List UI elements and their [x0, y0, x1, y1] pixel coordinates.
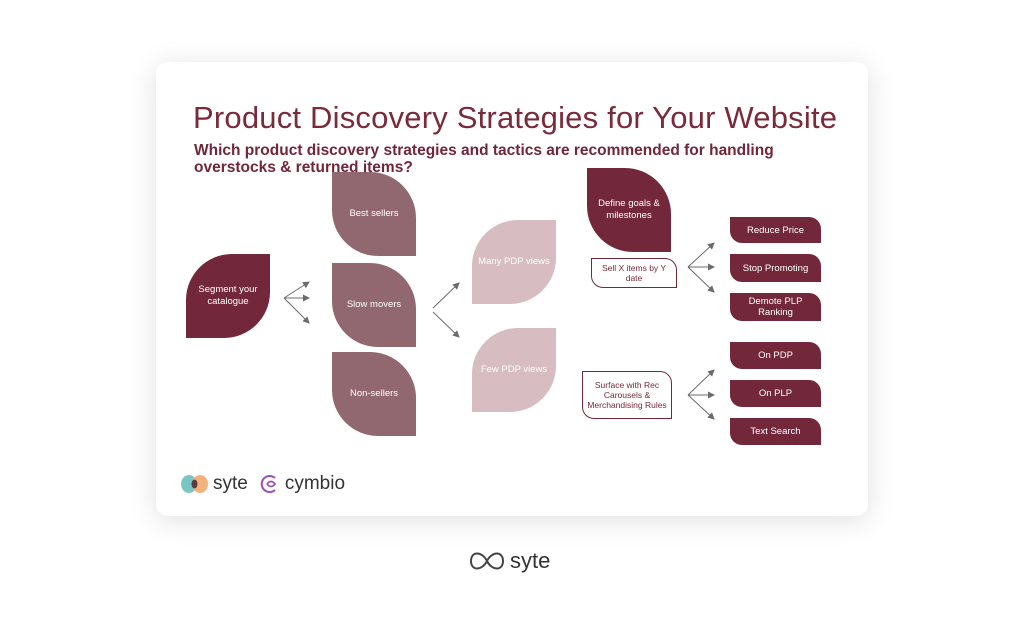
tactic-demote-plp: Demote PLP Ranking [730, 293, 821, 321]
arrow-segment-to-non [283, 297, 310, 324]
arrow-segment-to-best [283, 281, 310, 299]
arrow-sell-to-demote [687, 266, 715, 293]
arrow-surface-to-pdp [687, 369, 715, 396]
node-many-pdp-views: Many PDP views [472, 220, 556, 304]
node-segment-catalogue: Segment your catalogue [186, 254, 270, 338]
node-few-pdp-views: Few PDP views [472, 328, 556, 412]
cymbio-logo-icon [260, 475, 277, 493]
arrow-slow-to-few [432, 311, 460, 338]
node-slow-movers: Slow movers [332, 263, 416, 347]
node-non-sellers: Non-sellers [332, 352, 416, 436]
footer-logo: syte [468, 548, 550, 574]
partner-logos: syte cymbio [180, 473, 345, 495]
node-best-sellers: Best sellers [332, 172, 416, 256]
tactic-reduce-price: Reduce Price [730, 217, 821, 243]
syte-footer-text: syte [510, 548, 551, 573]
tactic-stop-promoting: Stop Promoting [730, 254, 821, 282]
node-define-goals: Define goals & milestones [587, 168, 671, 252]
page-title: Product Discovery Strategies for Your We… [193, 100, 838, 135]
node-surface-with: Surface with Rec Carousels & Merchandisi… [582, 371, 672, 419]
cymbio-logo-text: cymbio [284, 473, 346, 494]
syte-logo-icon [181, 475, 208, 493]
node-sell-x-items: Sell X items by Y date [591, 258, 677, 288]
syte-logo-text: syte [213, 473, 248, 494]
arrow-surface-to-search [687, 394, 715, 420]
syte-footer-icon [469, 552, 505, 570]
arrow-slow-to-many [432, 282, 460, 309]
tactic-text-search: Text Search [730, 418, 821, 445]
arrow-sell-to-reduce [687, 242, 715, 268]
page-subtitle: Which product discovery strategies and t… [194, 142, 774, 176]
tactic-on-plp: On PLP [730, 380, 821, 407]
tactic-on-pdp: On PDP [730, 342, 821, 369]
